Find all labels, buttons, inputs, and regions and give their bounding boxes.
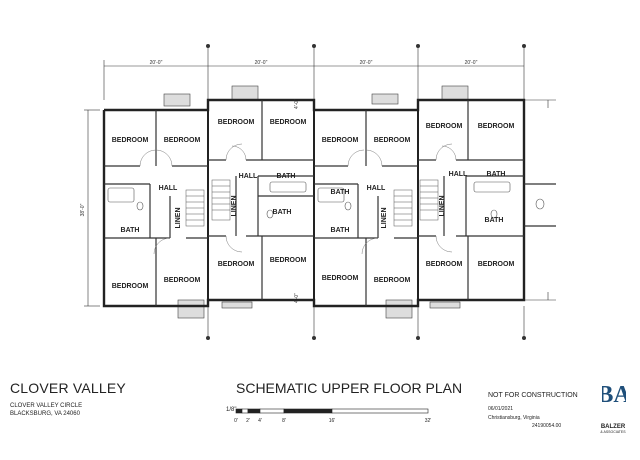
room-label-hall: HALL [239, 173, 258, 180]
firm-logo: BA [602, 382, 626, 408]
scale-label: 1/8" [226, 407, 237, 413]
scale-tick: 32' [425, 418, 432, 424]
room-label-bedroom: BEDROOM [374, 277, 411, 284]
room-label-bedroom: BEDROOM [426, 123, 463, 130]
room-label-bedroom: BEDROOM [112, 283, 149, 290]
room-label-bedroom: BEDROOM [112, 137, 149, 144]
room-label-linen: LINEN [175, 208, 182, 229]
room-label-linen: LINEN [439, 196, 446, 217]
scale-tick: 8' [282, 418, 286, 424]
room-label-linen: LINEN [231, 196, 238, 217]
sheet-title: SCHEMATIC UPPER FLOOR PLAN [236, 380, 463, 396]
address-line-1: CLOVER VALLEY CIRCLE [10, 403, 83, 409]
room-label-bath: BATH [273, 209, 292, 216]
room-label-bedroom: BEDROOM [478, 261, 515, 268]
room-label-bedroom: BEDROOM [270, 257, 307, 264]
project-name: CLOVER VALLEY [10, 380, 126, 396]
drawing-meta: 06/01/2021 Christiansburg, Virginia [488, 405, 540, 423]
dim-top-3: 20'-0" [360, 60, 373, 66]
firm-sub: & ASSOCIATES [600, 430, 626, 434]
room-label-bath: BATH [485, 217, 504, 224]
room-label-hall: HALL [367, 185, 386, 192]
room-label-linen: LINEN [381, 208, 388, 229]
dim-top-4: 20'-0" [465, 60, 478, 66]
room-label-bedroom: BEDROOM [218, 119, 255, 126]
floor-plan: 20'-0" 20'-0" 20'-0" 20'-0" 38'-0" 4'-0"… [80, 44, 556, 340]
room-label-hall: HALL [449, 171, 468, 178]
room-label-bedroom: BEDROOM [322, 275, 359, 282]
dim-top-2: 20'-0" [255, 60, 268, 66]
scale-tick: 4' [258, 418, 262, 424]
disclaimer: NOT FOR CONSTRUCTION [488, 392, 578, 399]
room-label-bedroom: BEDROOM [374, 137, 411, 144]
room-label-bedroom: BEDROOM [478, 123, 515, 130]
drawing-date: 06/01/2021 [488, 406, 514, 412]
drawing-location: Christiansburg, Virginia [488, 415, 540, 421]
logo-letters: BA [602, 382, 626, 408]
room-label-bedroom: BEDROOM [426, 261, 463, 268]
room-label-bedroom: BEDROOM [218, 261, 255, 268]
dim-small-bottom: 4'-0" [294, 293, 300, 303]
address-line-2: BLACKSBURG, VA 24060 [10, 411, 80, 417]
firm-name-block: BALZER & ASSOCIATES [598, 424, 628, 434]
dim-small-top: 4'-0" [294, 99, 300, 109]
scale-tick: 2' [246, 418, 250, 424]
room-label-bath: BATH [331, 189, 350, 196]
scale-bar: 0' 2' 4' 8' 16' 32' [234, 408, 432, 424]
room-label-bath: BATH [487, 171, 506, 178]
room-label-bedroom: BEDROOM [270, 119, 307, 126]
dim-top-1: 20'-0" [150, 60, 163, 66]
project-address: CLOVER VALLEY CIRCLE BLACKSBURG, VA 2406… [10, 402, 82, 418]
room-label-bath: BATH [331, 227, 350, 234]
room-label-bedroom: BEDROOM [164, 137, 201, 144]
room-label-bath: BATH [121, 227, 140, 234]
room-label-bedroom: BEDROOM [164, 277, 201, 284]
scale-tick: 0' [234, 418, 238, 424]
firm-name: BALZER [600, 424, 626, 430]
room-label-hall: HALL [159, 185, 178, 192]
scale-tick: 16' [329, 418, 336, 424]
job-number: 24190054.00 [532, 423, 562, 429]
room-label-bath: BATH [277, 173, 296, 180]
dim-left: 38'-0" [80, 203, 86, 216]
room-label-bedroom: BEDROOM [322, 137, 359, 144]
